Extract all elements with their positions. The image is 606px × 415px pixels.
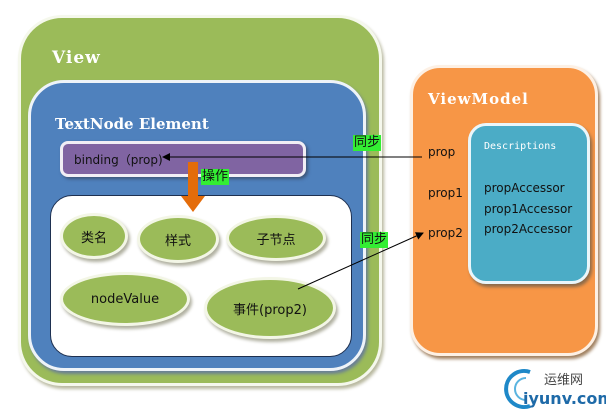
node-classname: 类名 [60,213,128,259]
node-event-label: 事件(prop2) [233,302,307,318]
binding-bar [60,141,306,177]
sync-arrow-prop2 [297,232,424,290]
view-title: View [52,48,101,68]
sync-label-bottom: 同步 [360,232,389,248]
vm-prop2: prop2 [428,226,463,240]
node-children-label: 子节点 [256,232,296,248]
node-nodevalue-label: nodeValue [90,291,160,307]
viewmodel-title: ViewModel [428,90,529,108]
node-children: 子节点 [226,215,326,261]
operation-label: 操作 [201,169,230,185]
descriptions-container [468,123,590,284]
accessor-prop2: prop2Accessor [484,222,573,236]
node-style-label: 样式 [164,233,191,249]
node-nodevalue: nodeValue [60,272,190,326]
accessor-prop1: prop1Accessor [484,202,573,216]
watermark-logo-icon [504,369,531,409]
watermark-url: iyunv.com [523,389,606,408]
binding-label: binding（prop) [74,153,163,167]
node-classname-label: 类名 [80,230,107,246]
sync-label-top: 同步 [353,135,382,151]
operation-arrow-icon [181,162,205,212]
accessor-prop: propAccessor [484,181,565,195]
watermark-name: 运维网 [544,373,584,388]
descriptions-title: Descriptions [484,141,557,152]
vm-prop: prop [428,145,456,159]
node-style: 样式 [137,215,219,263]
node-event: 事件(prop2) [204,277,336,339]
textnode-element-title: TextNode Element [55,115,209,133]
vm-prop1: prop1 [428,186,463,200]
